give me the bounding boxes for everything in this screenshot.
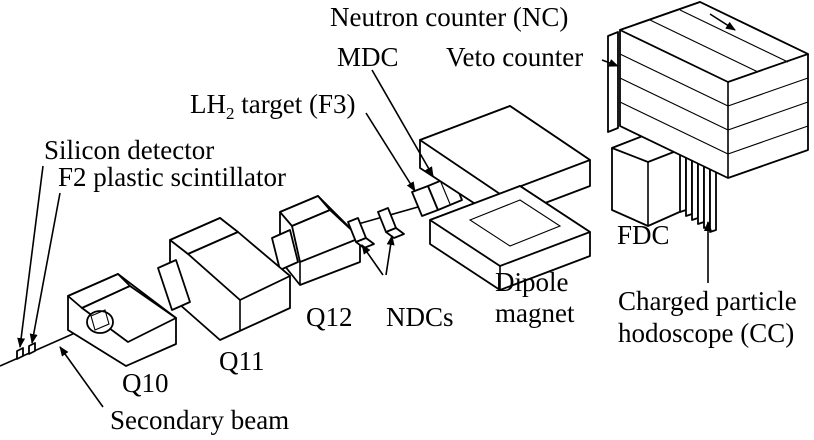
q12-magnet xyxy=(271,195,361,286)
label-lh2-target: LH2 target (F3) xyxy=(190,89,355,123)
label-silicon-detector: Silicon detector xyxy=(44,135,214,165)
neutron-counter-array xyxy=(619,1,809,179)
label-fdc: FDC xyxy=(617,220,670,250)
label-q10: Q10 xyxy=(122,368,169,398)
q10-magnet xyxy=(67,273,177,367)
label-ndcs: NDCs xyxy=(386,302,454,332)
silicon-detector xyxy=(16,347,24,360)
label-secondary-beam: Secondary beam xyxy=(110,405,289,435)
leader-lines xyxy=(17,13,736,408)
label-charged-line2: hodoscope (CC) xyxy=(618,318,794,348)
label-mdc: MDC xyxy=(337,42,399,72)
veto-counter xyxy=(607,31,619,133)
f2-plastic-scintillator xyxy=(28,342,36,355)
label-dipole-line1: Dipole xyxy=(495,267,569,297)
q11-magnet xyxy=(157,217,291,341)
label-veto-counter: Veto counter xyxy=(446,42,583,72)
label-charged-line1: Charged particle xyxy=(618,286,797,316)
label-f2-scintillator: F2 plastic scintillator xyxy=(58,162,286,192)
label-neutron-counter: Neutron counter (NC) xyxy=(330,2,568,32)
label-dipole-line2: magnet xyxy=(495,298,575,328)
label-q12: Q12 xyxy=(306,302,353,332)
label-q11: Q11 xyxy=(219,346,265,376)
ndc-detectors xyxy=(347,207,405,249)
dipole-magnet xyxy=(419,105,591,291)
